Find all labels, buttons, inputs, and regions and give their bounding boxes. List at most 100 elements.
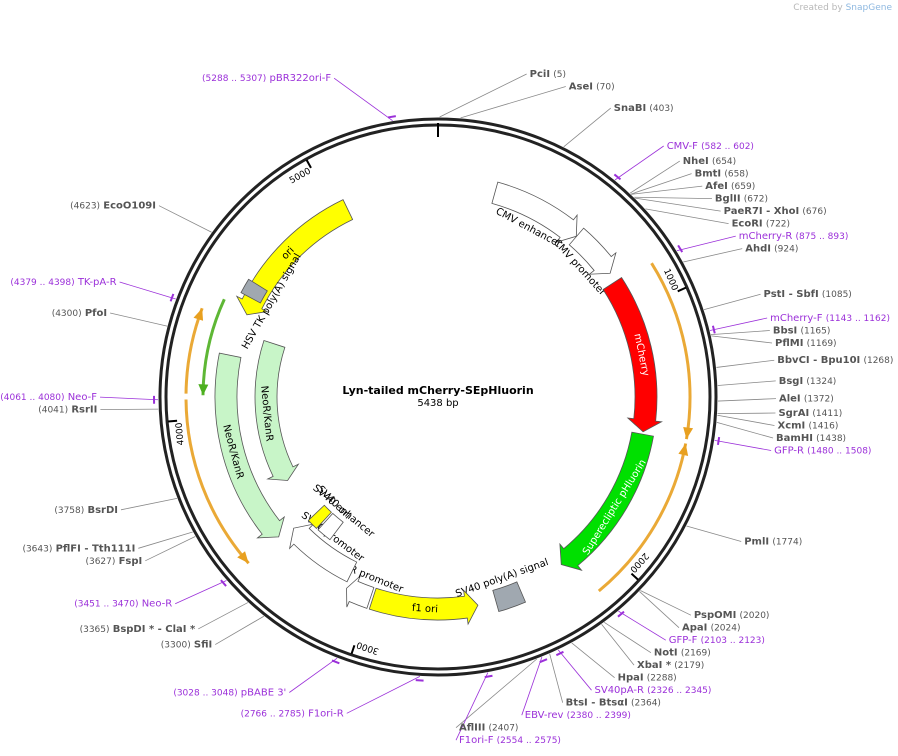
site-name: AhdI <box>745 244 771 255</box>
leader-cmv-f <box>614 145 664 181</box>
feature-superecliptic-phluorin-4 <box>559 431 654 571</box>
leader-gfp-f <box>618 610 666 641</box>
site-name: NheI <box>683 156 709 167</box>
feature-f1-ori-6 <box>368 587 479 626</box>
site-label-mcherry-r: mCherry-R (875 .. 893) <box>739 231 849 242</box>
leader-bmti <box>630 173 692 195</box>
site-name: F1ori-R <box>308 708 344 719</box>
site-label-bmti: BmtI (658) <box>695 169 749 180</box>
site-name: SgrAI <box>778 408 809 419</box>
leader-mcherry-r <box>676 235 736 252</box>
leader-bsgi <box>717 380 776 386</box>
primer-mark-pbr322ori-f <box>387 115 396 119</box>
site-position: (676) <box>802 207 826 217</box>
primer-arc-head-0 <box>683 427 694 440</box>
leader-neo-f <box>99 396 159 401</box>
site-name: mCherry-R <box>739 231 793 242</box>
credit-prefix: Created by <box>793 3 843 13</box>
site-name: F1ori-F <box>459 735 494 746</box>
site-name: SV40pA-R <box>595 685 644 696</box>
primer-arc-2 <box>184 399 250 565</box>
site-name: PaeR7I - XhoI <box>724 206 800 217</box>
site-name: SnaBI <box>614 103 646 114</box>
site-position: (1416) <box>808 422 838 432</box>
site-label-neo-r: (3451 .. 3470) Neo-R <box>74 599 172 610</box>
site-name: PspOMI <box>694 610 736 621</box>
primer-mark-pbabe-3 <box>331 659 340 665</box>
leader-alei <box>717 398 776 402</box>
leader-bspdi-clai <box>198 602 249 630</box>
leader-pspomi <box>640 590 692 616</box>
leader-nhei <box>629 160 681 194</box>
tick-2000 <box>630 572 639 581</box>
leader-bglii <box>634 196 712 199</box>
site-position: (1169) <box>807 339 837 349</box>
primer-mark-gfp-f <box>617 610 625 618</box>
site-position: (2288) <box>647 674 677 684</box>
site-name: mCherry-F <box>770 313 823 324</box>
leader-ecoo109i <box>158 205 212 233</box>
site-name: BtsI - BtsαI <box>566 698 628 709</box>
site-name: BglII <box>715 194 741 205</box>
leader-btsi-bts-i <box>549 653 564 703</box>
leader-bbvci-bpu10i <box>716 359 775 368</box>
leader-sfii <box>215 615 265 645</box>
site-label-f1ori-r: (2766 .. 2785) F1ori-R <box>241 708 344 719</box>
primer-arc-head-4 <box>198 384 209 396</box>
site-label-bbvci-bpu10i: BbvCI - Bpu10I (1268) <box>777 355 893 366</box>
site-name: PfoI <box>85 308 107 319</box>
primer-arc-head-2 <box>237 551 249 564</box>
site-position: (403) <box>649 104 673 114</box>
leader-lines <box>99 73 776 741</box>
site-labels: PciI (5)AseI (70)SnaBI (403)CMV-F (582 .… <box>0 69 893 746</box>
leader-ahdi <box>683 248 743 263</box>
site-position: (2169) <box>681 649 711 659</box>
leader-gfp-r <box>714 439 772 451</box>
site-name: EcoO109I <box>103 201 156 212</box>
site-name: BbsI <box>773 326 797 337</box>
site-label-afliii: AflIII (2407) <box>459 723 518 734</box>
feature-label-superecliptic-phluorin-4: Superecliptic pHluorin <box>581 458 649 557</box>
site-name: PflFI - Tth111I <box>56 543 136 554</box>
site-name: NotI <box>654 648 678 659</box>
leader-xbai <box>601 623 635 666</box>
site-position: (1143 .. 1162) <box>826 314 890 324</box>
leader-pflfi-tth111i <box>138 531 193 549</box>
primer-arc-head-1 <box>678 443 689 457</box>
tick-5000 <box>305 159 312 169</box>
site-name: EBV-rev <box>525 710 564 721</box>
site-name: GFP-R <box>774 446 804 457</box>
primer-mark-mcherry-r <box>677 244 684 253</box>
site-position: (3643) <box>22 544 52 554</box>
site-name: PflMI <box>775 338 803 349</box>
primer-mark-gfp-r <box>716 436 721 445</box>
site-position: (2364) <box>631 699 661 709</box>
site-name: BsgI <box>779 376 803 387</box>
tick-label-3000: 3000 <box>355 639 380 656</box>
site-position: (1165) <box>800 327 830 337</box>
site-label-hpai: HpaI (2288) <box>618 673 677 684</box>
primer-mark-sv40pa-r <box>555 650 564 657</box>
site-label-cmv-f: CMV-F (582 .. 602) <box>667 141 754 152</box>
site-name: PmlI <box>744 536 769 547</box>
primer-mark-f1ori-f <box>484 674 493 679</box>
site-label-pspomi: PspOMI (2020) <box>694 610 770 621</box>
leader-f1ori-r <box>346 676 421 714</box>
leader-afliii <box>455 658 538 728</box>
feature-neor-kanr-11 <box>214 352 285 539</box>
site-name: BmtI <box>695 169 722 180</box>
leader-ebv-rev <box>521 656 543 716</box>
site-label-mcherry-f: mCherry-F (1143 .. 1162) <box>770 313 890 324</box>
site-position: (4623) <box>70 202 100 212</box>
site-position: (3028 .. 3048) <box>173 689 237 699</box>
site-name: pBR322ori-F <box>269 73 331 84</box>
leader-f1ori-f <box>455 672 489 741</box>
site-label-fspi: (3627) FspI <box>85 556 142 567</box>
site-name: PstI - SbfI <box>764 289 819 300</box>
site-position: (1438) <box>816 434 846 444</box>
site-name: Neo-F <box>68 392 98 403</box>
site-label-pfoi: (4300) PfoI <box>52 308 107 319</box>
primer-arc-0 <box>650 262 692 440</box>
leader-mcherry-f <box>709 317 768 331</box>
site-position: (2554 .. 2575) <box>497 736 561 746</box>
